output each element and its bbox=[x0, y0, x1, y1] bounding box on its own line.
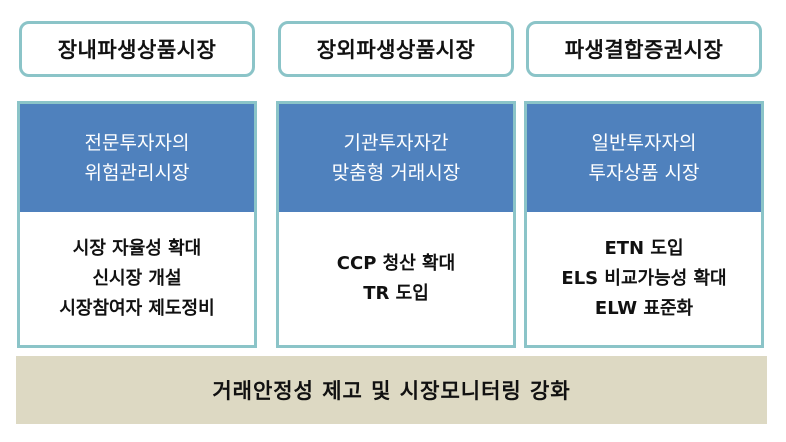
market-title-text: 장내파생상품시장 bbox=[57, 38, 217, 62]
policy-item: ETN 도입 bbox=[604, 237, 684, 259]
column-body: CCP 청산 확대 TR 도입 bbox=[279, 212, 513, 345]
policy-item: 신시장 개설 bbox=[92, 267, 182, 289]
market-title-otc-derivatives: 장외파생상품시장 bbox=[278, 21, 514, 77]
market-column-otc-derivatives: 기관투자자간 맞춤형 거래시장 CCP 청산 확대 TR 도입 bbox=[276, 101, 516, 348]
policy-item: TR 도입 bbox=[363, 282, 429, 304]
market-title-text: 장외파생상품시장 bbox=[316, 38, 476, 62]
policy-item: ELS 비교가능성 확대 bbox=[561, 267, 727, 289]
header-line: 일반투자자의 bbox=[591, 132, 697, 154]
market-title-exchange-derivatives: 장내파생상품시장 bbox=[19, 21, 255, 77]
header-line: 맞춤형 거래시장 bbox=[331, 162, 461, 184]
header-line: 위험관리시장 bbox=[84, 162, 190, 184]
column-body: 시장 자율성 확대 신시장 개설 시장참여자 제도정비 bbox=[20, 212, 254, 345]
policy-item: 시장 자율성 확대 bbox=[72, 237, 202, 259]
bottom-banner-text: 거래안정성 제고 및 시장모니터링 강화 bbox=[212, 379, 571, 403]
header-line: 투자상품 시장 bbox=[588, 162, 700, 184]
policy-item: ELW 표준화 bbox=[594, 297, 694, 319]
header-line: 기관투자자간 bbox=[343, 132, 449, 154]
market-column-derivative-linked-securities: 일반투자자의 투자상품 시장 ETN 도입 ELS 비교가능성 확대 ELW 표… bbox=[524, 101, 764, 348]
header-line: 전문투자자의 bbox=[84, 132, 190, 154]
bottom-banner: 거래안정성 제고 및 시장모니터링 강화 bbox=[16, 356, 767, 424]
policy-item: CCP 청산 확대 bbox=[336, 252, 456, 274]
column-header: 기관투자자간 맞춤형 거래시장 bbox=[279, 104, 513, 212]
column-header: 전문투자자의 위험관리시장 bbox=[20, 104, 254, 212]
policy-item: 시장참여자 제도정비 bbox=[59, 297, 215, 319]
column-body: ETN 도입 ELS 비교가능성 확대 ELW 표준화 bbox=[527, 212, 761, 345]
market-title-derivative-linked-securities: 파생결합증권시장 bbox=[526, 21, 762, 77]
market-title-text: 파생결합증권시장 bbox=[564, 38, 724, 62]
market-column-exchange-derivatives: 전문투자자의 위험관리시장 시장 자율성 확대 신시장 개설 시장참여자 제도정… bbox=[17, 101, 257, 348]
column-header: 일반투자자의 투자상품 시장 bbox=[527, 104, 761, 212]
